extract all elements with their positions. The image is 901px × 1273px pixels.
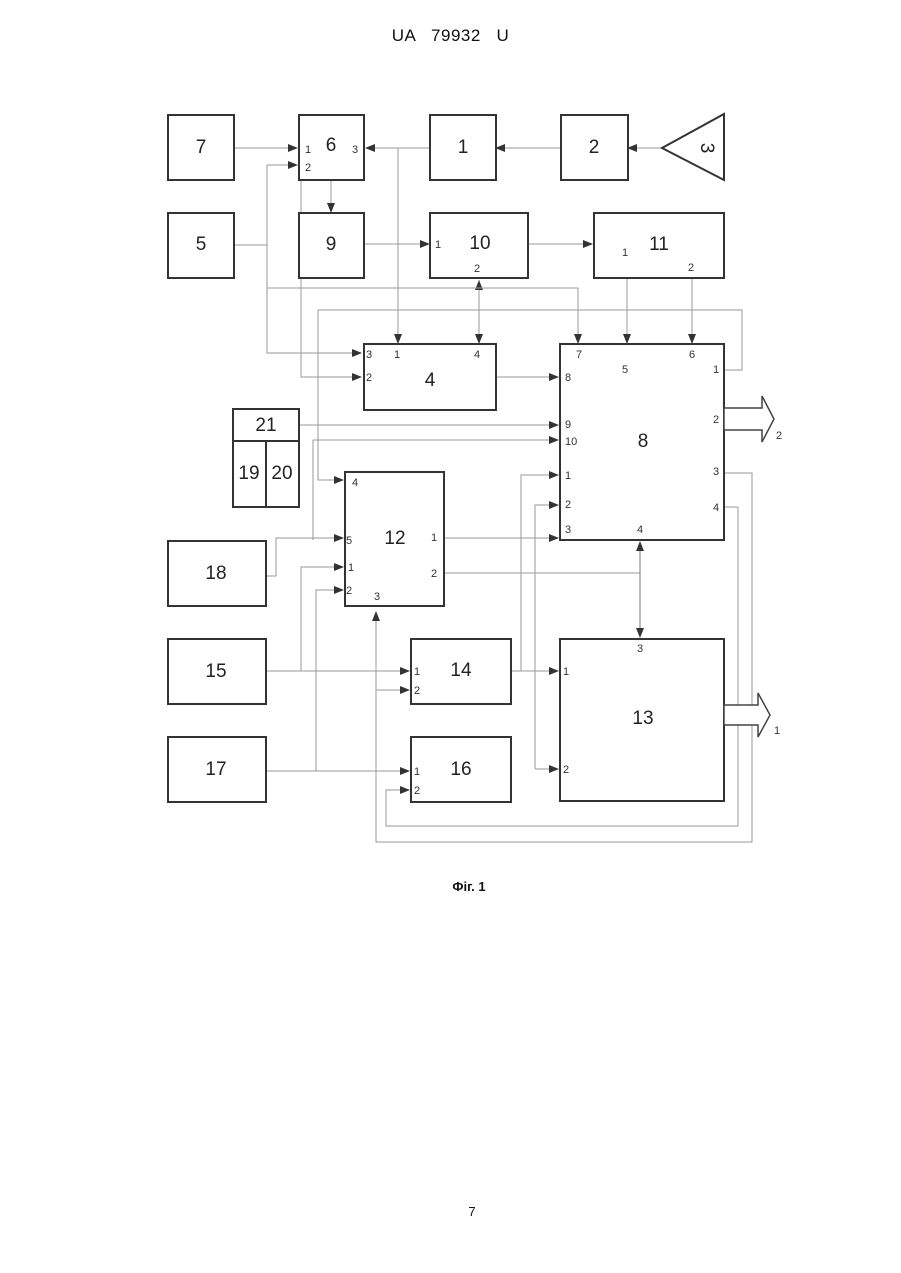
block-13: 13 3 1 2 <box>560 639 724 801</box>
block-4: 4 3 1 4 2 <box>364 344 496 410</box>
block-4-label: 4 <box>425 370 436 391</box>
port-label: 4 <box>352 477 358 489</box>
port-label: 2 <box>346 585 352 597</box>
port-label: 2 <box>713 414 719 426</box>
block-8-label: 8 <box>638 431 649 452</box>
port-label: 1 <box>394 349 400 361</box>
block-6: 6 1 2 3 <box>299 115 364 180</box>
block-16-label: 16 <box>450 759 471 780</box>
block-20: 20 <box>266 441 299 507</box>
port-label: 4 <box>637 524 643 536</box>
block-2: 2 <box>561 115 628 180</box>
port-label: 1 <box>305 144 311 156</box>
port-label: 1 <box>563 666 569 678</box>
block-15-label: 15 <box>205 661 226 682</box>
port-label: 10 <box>565 436 577 448</box>
output-label: 1 <box>774 725 780 737</box>
block-1-label: 1 <box>458 137 469 158</box>
block-3-label: 3 <box>696 143 717 154</box>
block-11-label: 11 <box>649 234 669 255</box>
block-18-label: 18 <box>205 563 226 584</box>
port-label: 9 <box>565 419 571 431</box>
port-label: 3 <box>637 643 643 655</box>
figure-caption: Фіг. 1 <box>0 879 901 894</box>
block-17: 17 <box>168 737 266 802</box>
port-label: 1 <box>713 364 719 376</box>
port-label: 2 <box>563 764 569 776</box>
port-label: 2 <box>366 372 372 384</box>
block-12: 12 4 5 1 2 3 1 2 <box>345 472 444 606</box>
block-21: 21 <box>233 409 299 441</box>
block-15: 15 <box>168 639 266 704</box>
block-16: 16 1 2 <box>411 737 511 802</box>
output-arrow-8: 2 <box>724 396 782 442</box>
port-label: 2 <box>688 262 694 274</box>
block-19-label: 19 <box>238 463 259 484</box>
port-label: 4 <box>474 349 480 361</box>
block-14: 14 1 2 <box>411 639 511 704</box>
port-label: 3 <box>565 524 571 536</box>
output-label: 2 <box>776 430 782 442</box>
port-label: 1 <box>431 532 437 544</box>
port-label: 6 <box>689 349 695 361</box>
block-11: 11 1 2 <box>594 213 724 278</box>
port-label: 1 <box>348 562 354 574</box>
block-1: 1 <box>430 115 496 180</box>
block-8: 8 7 5 6 1 8 2 9 10 1 3 2 4 3 4 <box>560 344 724 540</box>
block-9: 9 <box>299 213 364 278</box>
block-19: 19 <box>233 441 266 507</box>
block-7-label: 7 <box>196 137 207 158</box>
block-13-label: 13 <box>632 708 653 729</box>
block-10-label: 10 <box>469 233 490 254</box>
block-20-label: 20 <box>271 463 292 484</box>
block-21-label: 21 <box>255 415 276 436</box>
port-label: 2 <box>431 568 437 580</box>
block-12-label: 12 <box>384 528 405 549</box>
port-label: 7 <box>576 349 582 361</box>
port-label: 2 <box>305 162 311 174</box>
port-label: 1 <box>435 239 441 251</box>
port-label: 1 <box>565 470 571 482</box>
page-number: 7 <box>0 1204 901 1219</box>
block-17-label: 17 <box>205 759 226 780</box>
port-label: 2 <box>414 685 420 697</box>
port-label: 2 <box>414 785 420 797</box>
port-label: 5 <box>346 535 352 547</box>
block-10: 10 1 2 <box>430 213 528 278</box>
port-label: 3 <box>713 466 719 478</box>
block-18: 18 <box>168 541 266 606</box>
port-label: 8 <box>565 372 571 384</box>
block-5: 5 <box>168 213 234 278</box>
block-9-label: 9 <box>326 234 337 255</box>
port-label: 3 <box>374 591 380 603</box>
block-7: 7 <box>168 115 234 180</box>
port-label: 4 <box>713 502 719 514</box>
block-3-antenna: 3 <box>662 114 724 180</box>
port-label: 5 <box>622 364 628 376</box>
block-14-label: 14 <box>450 660 472 681</box>
port-label: 3 <box>352 144 358 156</box>
port-label: 2 <box>474 263 480 275</box>
port-label: 2 <box>565 499 571 511</box>
port-label: 3 <box>366 349 372 361</box>
block-6-label: 6 <box>326 135 337 156</box>
port-label: 1 <box>414 666 420 678</box>
port-label: 1 <box>414 766 420 778</box>
port-label: 1 <box>622 247 628 259</box>
block-5-label: 5 <box>196 234 207 255</box>
block-2-label: 2 <box>589 137 600 158</box>
